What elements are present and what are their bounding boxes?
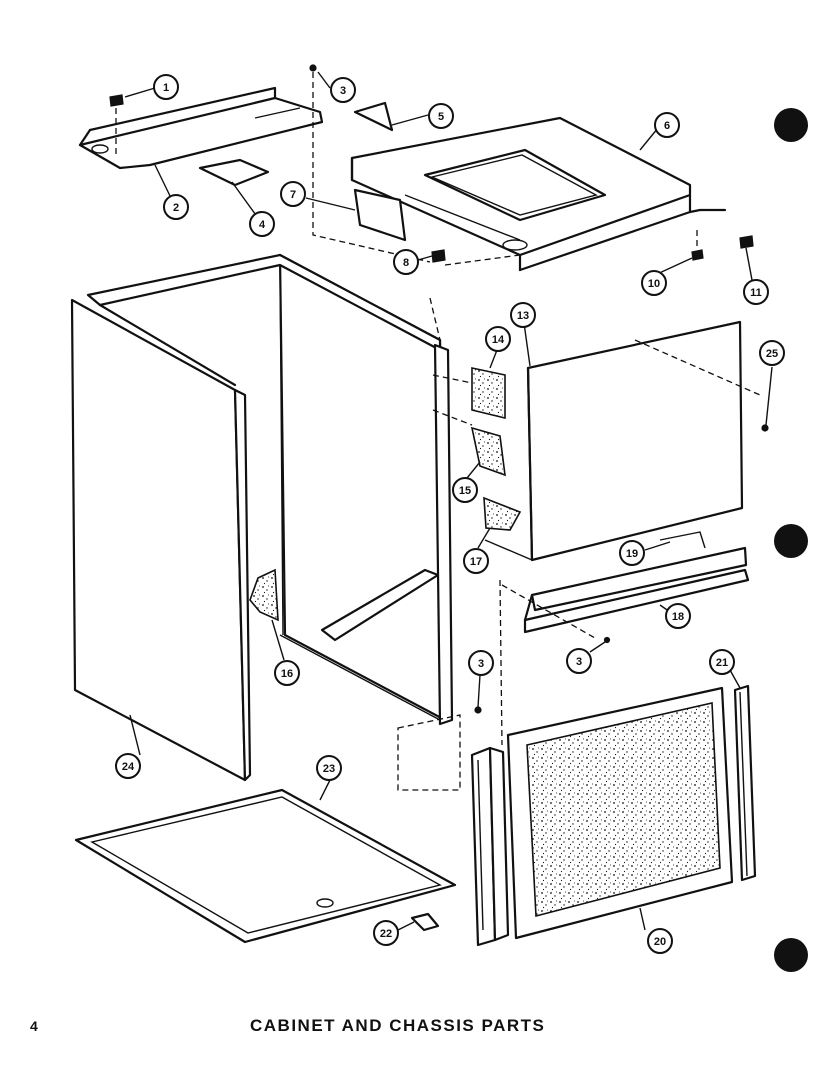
callout-7: 7 (280, 181, 306, 207)
callout-3-mid: 3 (468, 650, 494, 676)
callout-3-top: 3 (330, 77, 356, 103)
svg-text:24: 24 (122, 761, 135, 773)
washer-11 (739, 235, 754, 249)
corner-post (470, 746, 510, 947)
svg-text:6: 6 (664, 120, 670, 132)
callout-24: 24 (115, 753, 141, 779)
svg-text:4: 4 (259, 219, 266, 231)
screw (309, 64, 431, 263)
svg-text:2: 2 (173, 202, 179, 214)
top-cover (350, 116, 727, 272)
svg-text:20: 20 (654, 936, 666, 948)
svg-text:22: 22 (380, 928, 392, 940)
svg-text:10: 10 (648, 278, 660, 290)
front-cover-panel (484, 320, 744, 562)
svg-text:13: 13 (517, 310, 529, 322)
bottom-rail (523, 531, 750, 634)
svg-text:3: 3 (576, 656, 582, 668)
callout-4: 4 (249, 211, 275, 237)
svg-text:1: 1 (163, 82, 169, 94)
clip-22 (410, 912, 440, 932)
callout-11: 11 (743, 279, 769, 305)
callout-25: 25 (759, 340, 785, 366)
small-bracket (198, 158, 270, 187)
nut (109, 94, 124, 155)
svg-text:5: 5 (438, 111, 444, 123)
svg-text:18: 18 (672, 611, 684, 623)
callout-22: 22 (373, 920, 399, 946)
svg-text:23: 23 (323, 763, 335, 775)
punch-hole-middle (774, 524, 808, 558)
nut-8 (431, 249, 446, 263)
svg-text:14: 14 (492, 334, 505, 346)
top-bracket (78, 86, 324, 170)
cabinet-shell (70, 253, 454, 782)
callout-leaders (124, 71, 773, 931)
svg-text:3: 3 (478, 658, 484, 670)
svg-text:16: 16 (281, 668, 293, 680)
callout-15: 15 (452, 477, 478, 503)
callout-13: 13 (510, 302, 536, 328)
callout-19: 19 (619, 540, 645, 566)
punch-hole-bottom (774, 938, 808, 972)
svg-text:3: 3 (340, 85, 346, 97)
callout-10: 10 (641, 270, 667, 296)
svg-text:21: 21 (716, 657, 728, 669)
callout-6: 6 (654, 112, 680, 138)
filter-clip-14 (471, 367, 506, 420)
inner-bracket (353, 188, 407, 242)
callout-3-rail: 3 (566, 648, 592, 674)
air-filter (506, 686, 734, 940)
svg-text:15: 15 (459, 485, 471, 497)
callout-20: 20 (647, 928, 673, 954)
callout-1: 1 (153, 74, 179, 100)
callout-14: 14 (485, 326, 511, 352)
filter-clip-15 (470, 426, 506, 477)
punch-hole-top (774, 108, 808, 142)
callout-16: 16 (274, 660, 300, 686)
insulation-16 (249, 568, 279, 622)
screw-3b (474, 706, 482, 714)
callout-2: 2 (163, 194, 189, 220)
svg-text:17: 17 (470, 556, 482, 568)
callout-21: 21 (709, 649, 735, 675)
callout-23: 23 (316, 755, 342, 781)
svg-text:8: 8 (403, 257, 409, 269)
svg-text:11: 11 (750, 287, 762, 299)
callout-8: 8 (393, 249, 419, 275)
page-number: 4 (30, 1018, 38, 1034)
svg-text:19: 19 (626, 548, 638, 560)
floor-pan (74, 788, 457, 944)
side-strip (733, 684, 757, 882)
page-title: CABINET AND CHASSIS PARTS (250, 1016, 546, 1035)
corner-gusset (353, 101, 394, 132)
svg-text:25: 25 (766, 348, 778, 360)
nut-10 (691, 249, 704, 261)
filter-clip-17 (483, 496, 522, 531)
callout-17: 17 (463, 548, 489, 574)
callout-18: 18 (665, 603, 691, 629)
screw-25 (761, 424, 769, 432)
svg-text:7: 7 (290, 189, 296, 201)
callout-5: 5 (428, 103, 454, 129)
